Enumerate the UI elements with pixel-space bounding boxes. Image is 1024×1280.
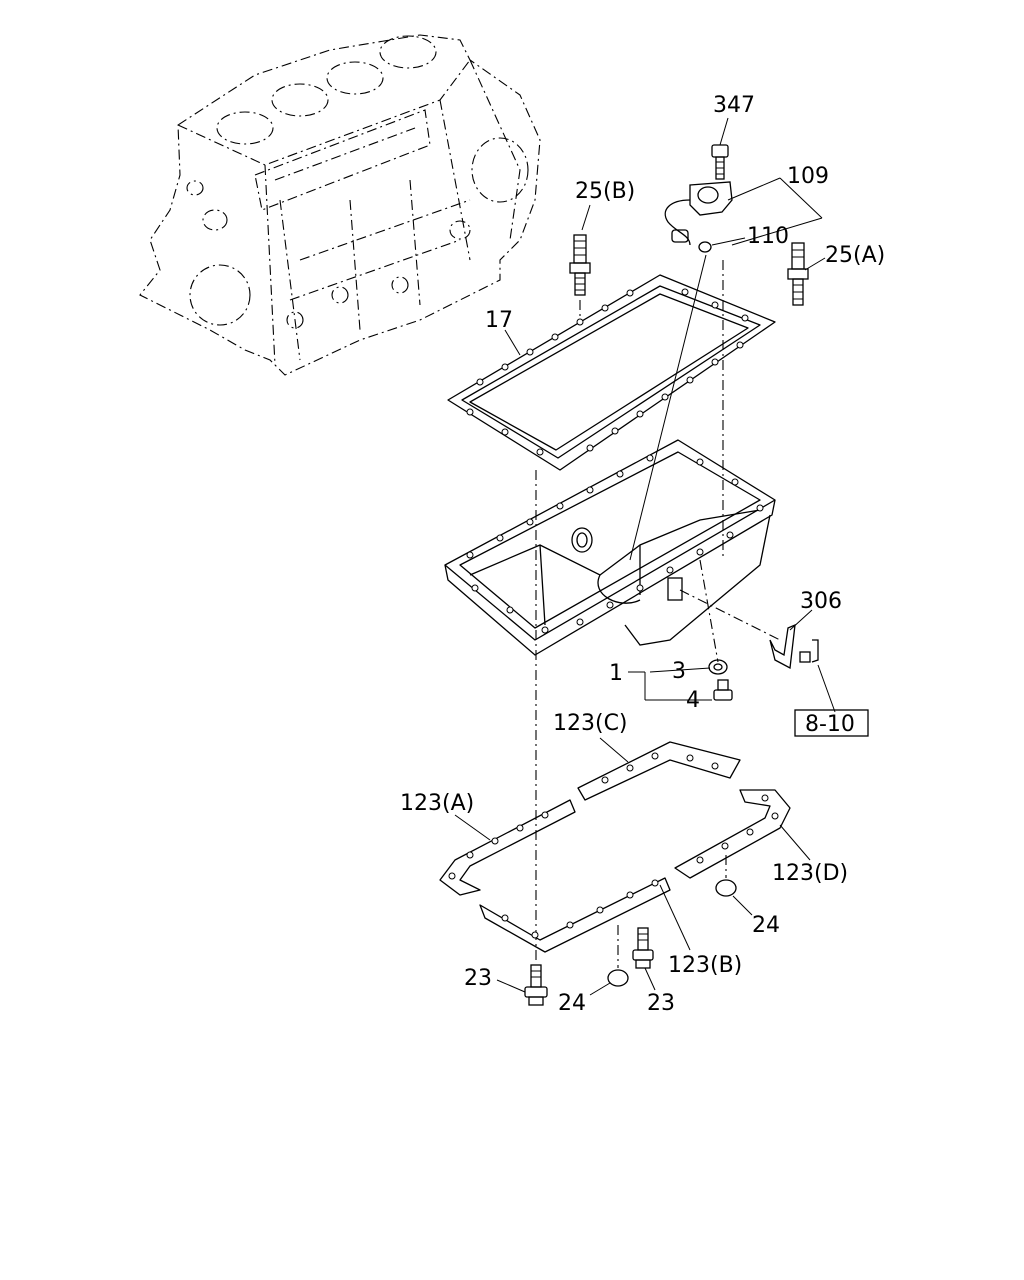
engine-block-outline [139, 34, 541, 376]
leader-123a [454, 814, 491, 841]
leader-123b [659, 884, 691, 951]
label-25b: 25(B) [575, 179, 635, 204]
stud-25b [569, 234, 591, 296]
label-3: 3 [672, 659, 686, 684]
label-347: 347 [713, 93, 755, 118]
bolt-23-bottom [632, 927, 654, 969]
leader-110-down [629, 254, 707, 561]
leader-ref [817, 664, 836, 713]
label-24-right: 24 [752, 913, 780, 938]
leader-123c [599, 737, 629, 763]
bolt-347 [711, 144, 729, 180]
leader-110 [711, 237, 746, 246]
washer-24-right [715, 855, 737, 897]
drain-plug-4 [713, 679, 733, 701]
o-ring-110 [698, 241, 712, 253]
leader-23-bottom [644, 967, 656, 991]
label-110: 110 [747, 224, 789, 249]
label-25a: 25(A) [825, 243, 885, 268]
leader-123d [779, 824, 811, 861]
clip-8-10 [799, 639, 819, 663]
bracket-306 [769, 623, 796, 670]
leader-306 [789, 609, 813, 631]
ref-box [794, 709, 869, 737]
leader-109-c [731, 217, 823, 246]
leader-109-a [727, 177, 781, 201]
oil-level-sensor-109 [664, 181, 733, 246]
label-24-bottom: 24 [558, 991, 586, 1016]
leader-1-3 [649, 667, 711, 673]
label-4: 4 [686, 688, 700, 713]
gasket-123b [479, 877, 671, 953]
leader-25b [581, 204, 591, 231]
washer-3 [708, 659, 728, 675]
oil-pan [444, 439, 776, 656]
centerline-bracket [679, 589, 781, 641]
leader-23-left [496, 979, 526, 993]
oil-pan-gasket-17 [447, 274, 776, 471]
label-17: 17 [485, 308, 513, 333]
label-1: 1 [609, 661, 623, 686]
label-123d: 123(D) [772, 861, 848, 886]
washer-24-bottom [607, 925, 629, 987]
gasket-123d [674, 789, 791, 879]
leader-25a [804, 257, 826, 271]
leader-24-right [732, 895, 753, 916]
label-123a: 123(A) [400, 791, 474, 816]
label-ref: 8-10 [805, 712, 855, 737]
bolt-23-left [524, 964, 548, 1006]
centerline-drain [699, 559, 719, 663]
gasket-123c [577, 741, 741, 801]
label-123b: 123(B) [668, 953, 742, 978]
leader-109-b [779, 177, 823, 219]
leader-17 [504, 329, 521, 356]
label-306: 306 [800, 589, 842, 614]
label-23-bottom: 23 [647, 991, 675, 1016]
label-123c: 123(C) [553, 711, 628, 736]
stud-25a [787, 242, 809, 306]
label-109: 109 [787, 164, 829, 189]
leader-24-bottom [589, 982, 611, 996]
label-23-left: 23 [464, 966, 492, 991]
gasket-123a [439, 799, 576, 896]
leader-347 [719, 117, 729, 146]
